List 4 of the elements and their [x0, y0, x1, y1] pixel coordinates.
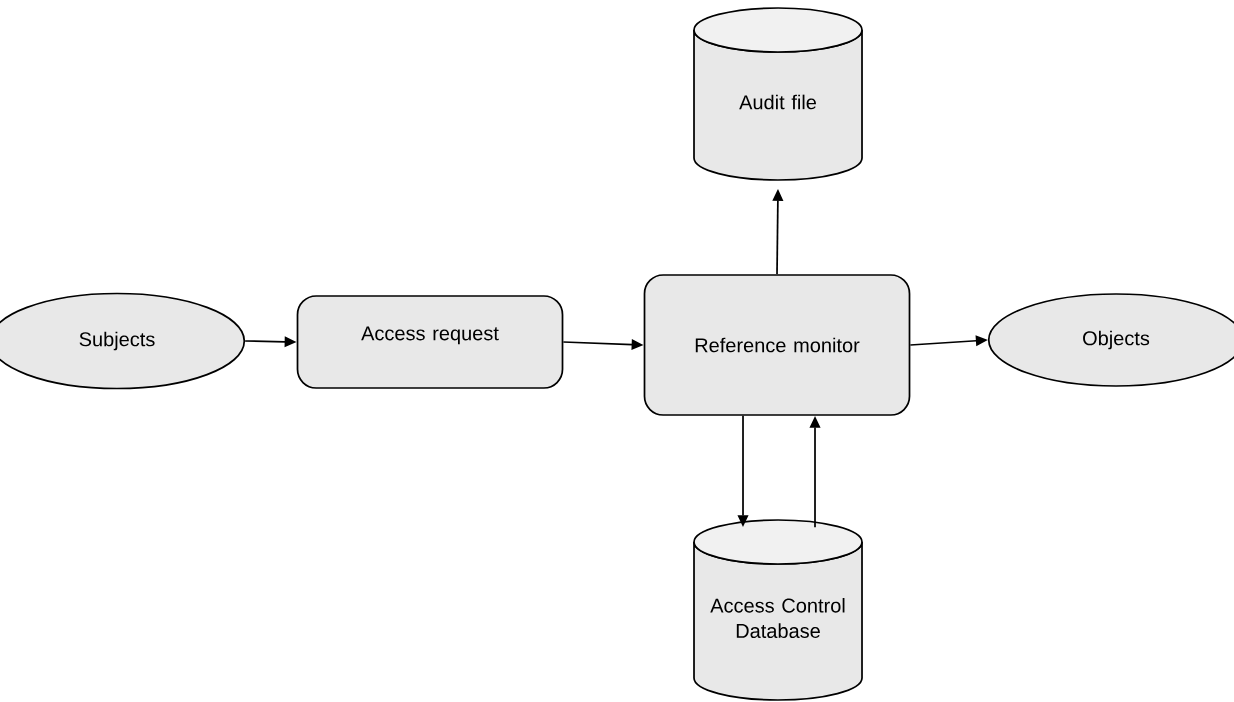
cylinder: Access Control Database [693, 519, 863, 701]
cylinder: Audit file [693, 7, 863, 181]
process-box: Reference monitor [643, 274, 911, 416]
process-box: Access request [296, 295, 564, 389]
